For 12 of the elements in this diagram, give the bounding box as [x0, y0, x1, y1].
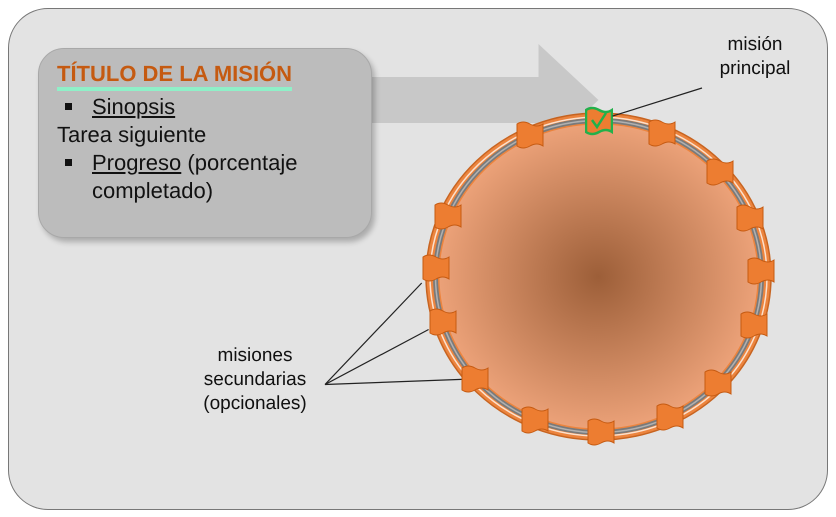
card-title: TÍTULO DE LA MISIÓN: [57, 61, 292, 91]
card-text: Progreso (porcentaje completado): [92, 149, 298, 205]
leader-line: [324, 328, 429, 386]
leader-line: [612, 87, 702, 117]
callout-text: misiones secundarias (opcionales): [180, 344, 330, 416]
card-text: Sinopsis: [92, 93, 176, 121]
leader-line: [324, 282, 422, 385]
callout-text: misión principal: [700, 33, 810, 81]
card-text: Tarea siguiente: [57, 121, 206, 149]
checkbox-marker: [584, 106, 612, 136]
leader-line: [324, 378, 462, 386]
info-card: [38, 48, 372, 238]
